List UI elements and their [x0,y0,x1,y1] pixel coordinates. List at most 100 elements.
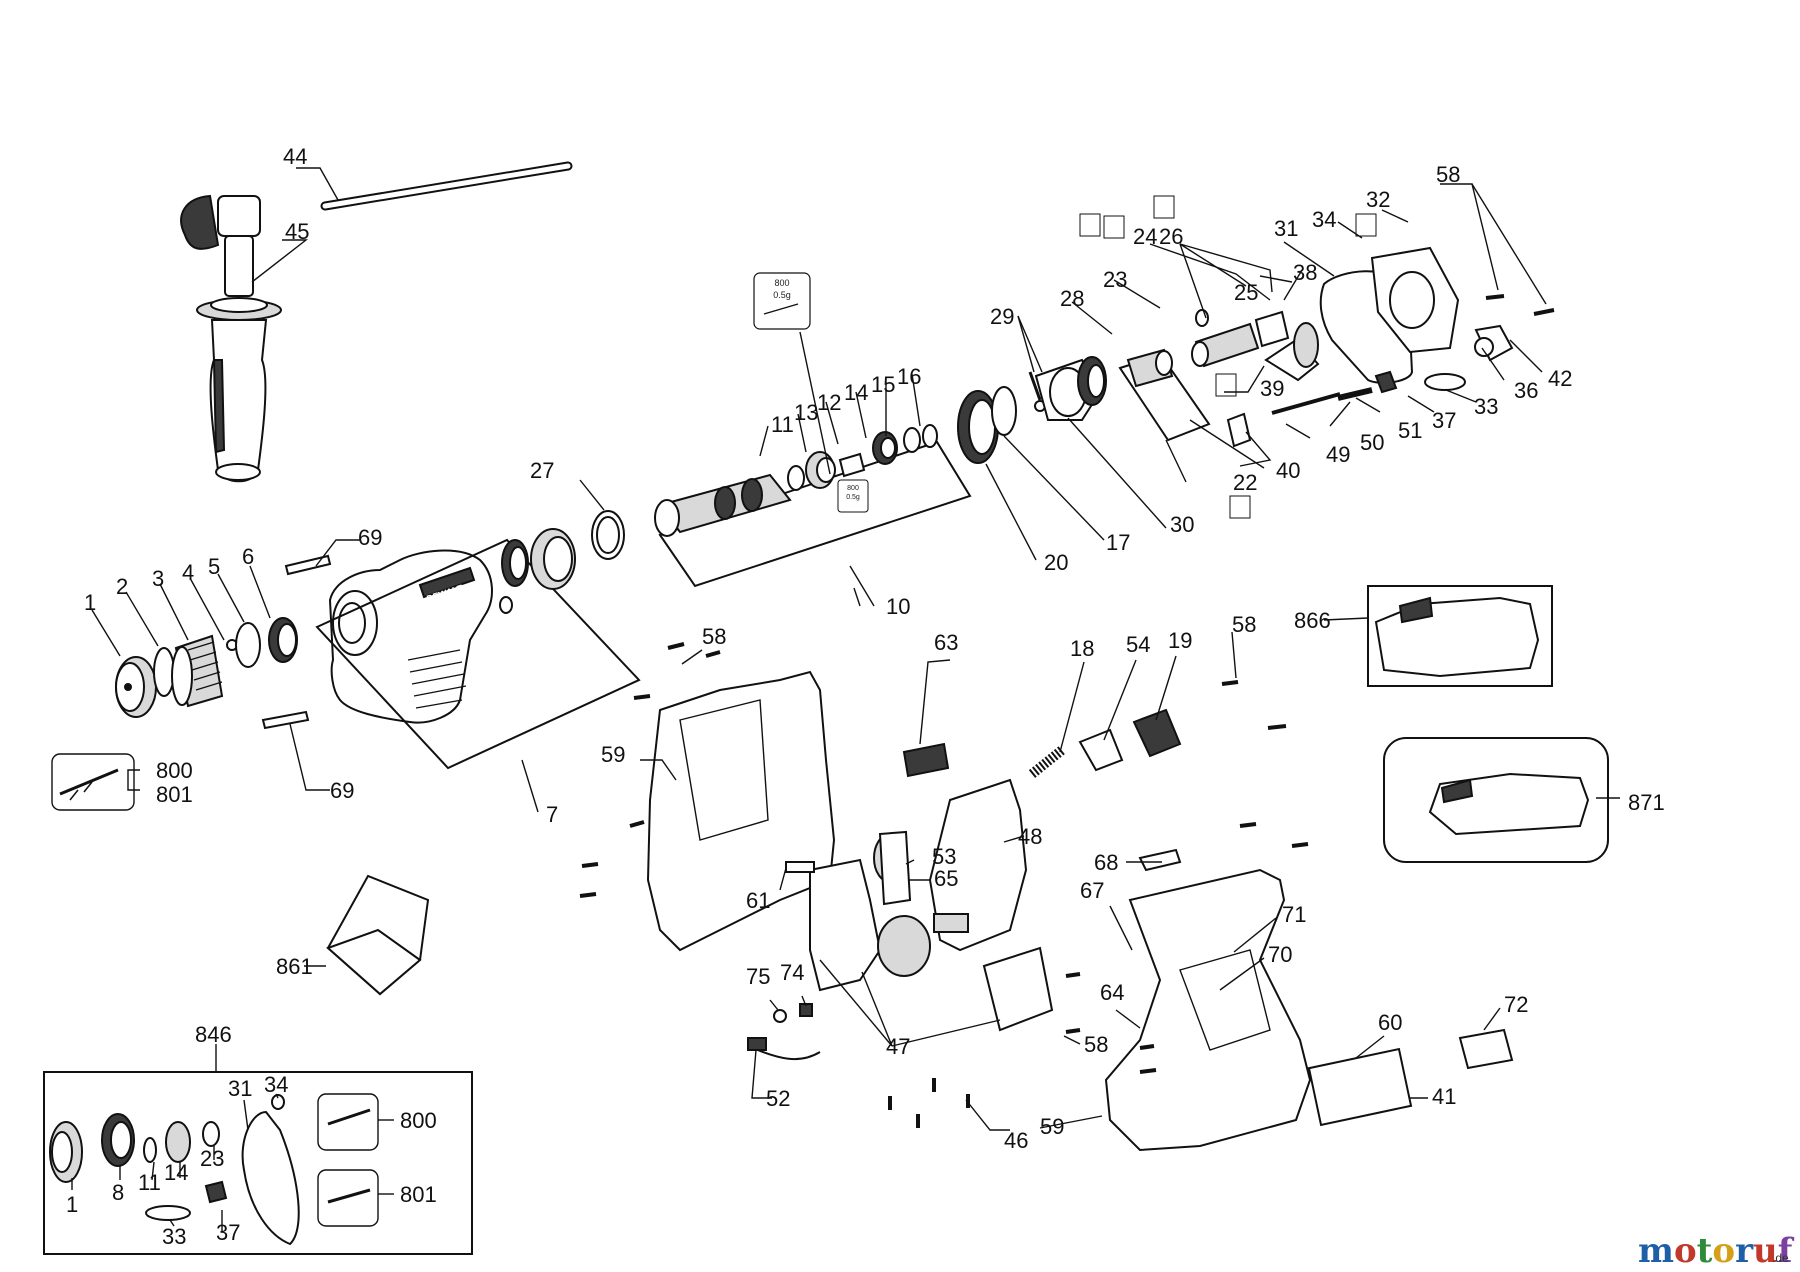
part-5-washer [235,622,261,668]
label-59-top: 59 [601,742,625,767]
part-69-label-bottom [261,710,310,730]
label-846-23: 23 [200,1146,224,1171]
part-61-pad [785,861,815,873]
label-49: 49 [1326,442,1350,467]
label-45: 45 [285,219,309,244]
label-48: 48 [1018,824,1042,849]
label-64: 64 [1100,980,1124,1005]
label-65: 65 [934,866,958,891]
label-846-11: 11 [138,1170,161,1195]
label-846: 846 [195,1022,232,1047]
part-24-26-piston [1191,309,1260,368]
label-846-14: 14 [164,1160,188,1185]
part-871-charger [1383,737,1609,863]
label-54: 54 [1126,632,1150,657]
part-28-bearing [1077,356,1107,406]
svg-text:0.5g: 0.5g [846,494,860,501]
part-846-kit [43,1071,473,1255]
part-18-spring [1028,746,1066,778]
svg-text:0.5g: 0.5g [773,290,791,300]
label-53: 53 [932,844,956,869]
part-31-gasket [1319,270,1414,384]
label-29: 29 [990,304,1014,329]
grease-tag-small: 800 0.5g [837,479,869,513]
label-67: 67 [1080,878,1104,903]
watermark-letter: o [1674,1231,1697,1271]
label-46: 46 [1004,1128,1028,1153]
part-22-assembly [1118,348,1211,442]
label-23: 23 [1103,267,1127,292]
part-63-switch [902,742,950,778]
part-68-label [1138,848,1182,872]
label-61: 61 [746,888,770,913]
label-50: 50 [1360,430,1384,455]
label-866: 866 [1294,608,1331,633]
label-7: 7 [546,802,558,827]
label-32: 32 [1366,187,1390,212]
part-45-side-handle [180,194,282,483]
label-33: 33 [1474,394,1498,419]
label-51: 51 [1398,418,1422,443]
grease-tags-upper [1079,195,1377,519]
label-861: 861 [276,954,313,979]
part-10-spindle-assembly [654,424,972,588]
label-31: 31 [1274,216,1298,241]
part-2-ring [153,647,175,697]
label-25: 25 [1234,280,1258,305]
watermark-letter: f [1778,1231,1795,1271]
part-40-clip [1226,412,1252,448]
part-37-33-parts [1374,370,1466,394]
label-47: 47 [886,1034,910,1059]
label-40: 40 [1276,458,1300,483]
part-800-801-tool [51,753,135,811]
watermark-letter: r [1735,1231,1754,1271]
label-34: 34 [1312,207,1336,232]
part-58-screws-top [1485,294,1555,316]
label-30: 30 [1170,512,1194,537]
label-2: 2 [116,574,128,599]
leader-lines [71,167,1620,1232]
watermark-logo: motoruf .de [1638,1231,1795,1271]
label-846-37: 37 [216,1220,240,1245]
part-47-motor-stator [809,858,1054,1032]
label-69-bottom: 69 [330,778,354,803]
part-69-label-top [284,554,332,576]
watermark-name: motoruf [1638,1231,1795,1271]
part-6-seal [268,617,298,663]
part-46-screws [888,1078,970,1128]
label-63: 63 [934,630,958,655]
label-74: 74 [780,960,804,985]
part-49-50-51-pins [1271,387,1373,415]
label-69-top: 69 [358,525,382,550]
label-41: 41 [1432,1084,1456,1109]
label-58-right: 58 [1232,612,1256,637]
label-14: 14 [844,380,868,405]
label-42: 42 [1548,366,1572,391]
part-25-cylinder [1254,310,1290,348]
part-54-19-lock [1078,708,1182,772]
label-846-1: 1 [66,1192,78,1217]
part-39-crank [1264,322,1320,382]
label-1: 1 [84,590,96,615]
label-846-33: 33 [162,1224,186,1249]
watermark-letter: t [1697,1231,1713,1271]
label-75: 75 [746,964,770,989]
label-17: 17 [1106,530,1130,555]
label-60: 60 [1378,1010,1402,1035]
svg-text:800: 800 [774,278,789,288]
label-10: 10 [886,594,910,619]
part-861-case [326,874,430,996]
watermark-letter: o [1712,1231,1735,1271]
part-number-labels: 44 45 58 32 34 31 24 26 25 38 23 28 29 3… [66,144,1665,1249]
label-16: 16 [897,364,921,389]
label-846-31: 31 [228,1076,252,1101]
label-38: 38 [1293,260,1317,285]
label-44: 44 [283,144,307,169]
label-5: 5 [208,554,220,579]
label-13: 13 [794,400,818,425]
label-36: 36 [1514,378,1538,403]
part-65-pad [933,913,969,933]
label-6: 6 [242,544,254,569]
label-846-34: 34 [264,1072,288,1097]
